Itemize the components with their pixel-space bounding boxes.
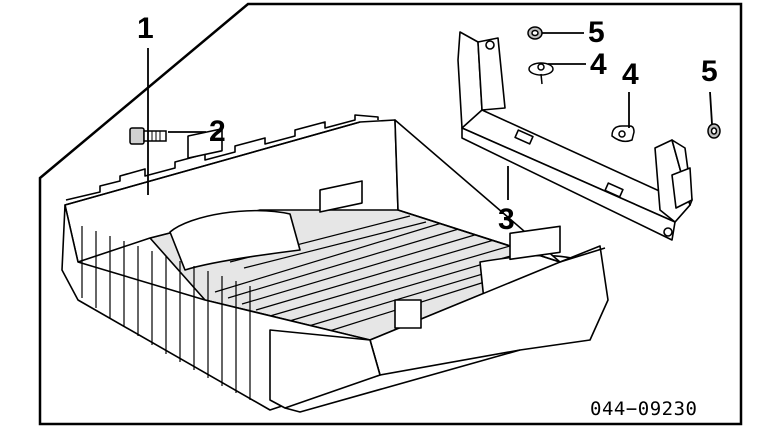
callout-4b: 4: [622, 58, 639, 91]
right-side-window: [509, 225, 561, 261]
callout-4a: 4: [590, 48, 607, 81]
callout-3: 3: [498, 203, 515, 236]
tie-down-hook-2: [611, 125, 635, 143]
tie-down-hook-1: [528, 62, 554, 85]
callout-1: 1: [137, 12, 154, 45]
nut-2: [707, 123, 721, 139]
leader-5b: [709, 91, 713, 125]
callout-2: 2: [209, 115, 226, 148]
callout-5a: 5: [588, 16, 605, 49]
left-wall-corrugations: [81, 226, 251, 400]
diagram-part-code: 044−09230: [590, 398, 698, 420]
callout-5b: 5: [701, 55, 718, 88]
truck-bed: [61, 114, 609, 413]
bolt: [129, 127, 167, 145]
front-rail: [65, 114, 379, 201]
bed-rear-sill: [269, 329, 381, 409]
leader-lines: [147, 32, 713, 200]
rear-sill-window: [394, 299, 422, 329]
bed-crossmember: [457, 31, 693, 241]
nut-1: [527, 26, 543, 40]
wheel-well-left: [169, 209, 301, 271]
front-window-right: [319, 180, 363, 213]
